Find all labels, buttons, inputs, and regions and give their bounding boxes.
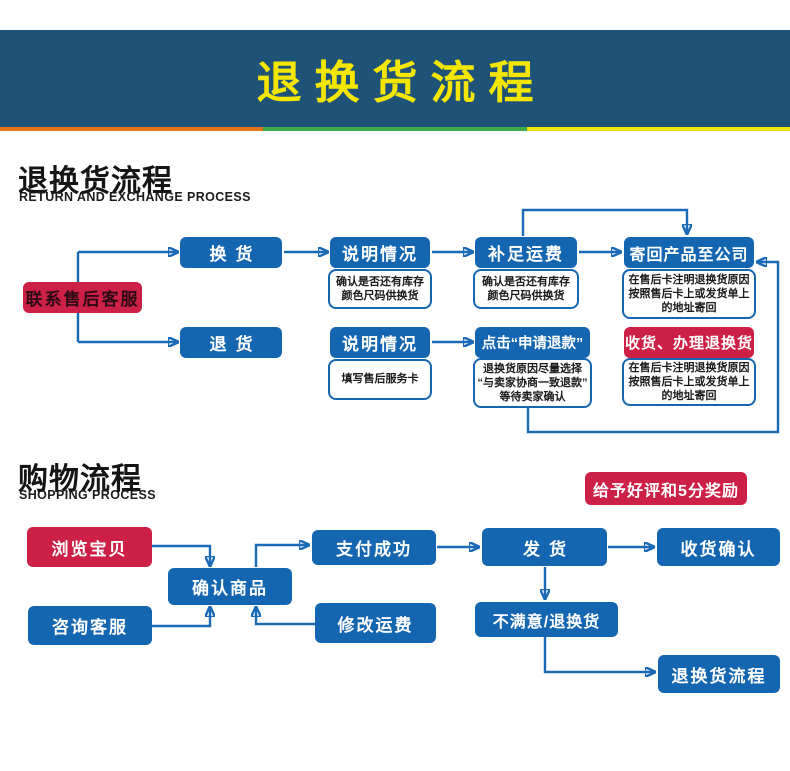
node-explain-return-label: 说明情况 — [342, 335, 418, 354]
node-return-flow: 退换货流程 — [658, 655, 780, 693]
banner-title: 退换货流程 — [256, 57, 547, 108]
node-apply-refund: 点击“申请退款” — [475, 327, 590, 358]
node-explain-exchange-label: 说明情况 — [342, 245, 418, 264]
node-receive-handle: 收货、办理退换货 — [624, 327, 754, 358]
arrow-loop-right — [526, 262, 780, 434]
node-browse: 浏览宝贝 — [27, 527, 152, 567]
arrow-confirm-to-pay — [254, 545, 308, 567]
node-receive-confirm: 收货确认 — [657, 528, 780, 566]
stripe-green — [263, 127, 527, 131]
node-modify-freight: 修改运费 — [315, 603, 436, 643]
banner-stripe — [0, 127, 790, 131]
node-contact-service-label: 联系售后客服 — [25, 290, 140, 309]
node-ship-label: 发货 — [523, 539, 575, 559]
node-send-back: 寄回产品至公司 — [624, 237, 754, 268]
node-explain-exchange: 说明情况 — [330, 237, 430, 268]
node-pay-freight-label: 补足运费 — [488, 245, 564, 264]
arrow-modify-to-confirm — [256, 608, 315, 626]
node-apply-refund-label: 点击“申请退款” — [481, 336, 584, 352]
node-pay-success-label: 支付成功 — [336, 540, 412, 559]
badge-good-review: 给予好评和5分奖励 — [585, 472, 747, 505]
node-send-back-label: 寄回产品至公司 — [629, 246, 749, 264]
note-receive-handle: 在售后卡注明退换货原因 按照售后卡上或发货单上 的地址寄回 — [622, 358, 756, 406]
node-confirm-goods: 确认商品 — [168, 568, 292, 605]
note-apply-refund: 退换货原因尽量选择 “与卖家协商一致退款” 等待卖家确认 — [473, 358, 592, 408]
node-browse-label: 浏览宝贝 — [51, 539, 128, 559]
note-explain-exchange: 确认是否还有库存 颜色尺码供换货 — [328, 269, 432, 309]
node-modify-freight-label: 修改运费 — [337, 615, 414, 635]
note-explain-return-text: 填写售后服务卡 — [341, 373, 419, 386]
node-receive-confirm-label: 收货确认 — [680, 539, 757, 559]
return-section-subtitle: RETURN AND EXCHANGE PROCESS — [19, 190, 251, 204]
node-explain-return: 说明情况 — [330, 327, 430, 358]
arrow-unsatisfied-to-returnflow — [543, 637, 654, 672]
note-pay-freight: 确认是否还有库存 颜色尺码供换货 — [473, 269, 579, 309]
banner: 退换货流程 — [0, 30, 790, 127]
arrow-consult-to-confirm — [152, 608, 210, 628]
node-exchange: 换货 — [180, 237, 282, 268]
note-receive-handle-text: 在售后卡注明退换货原因 按照售后卡上或发货单上 的地址寄回 — [628, 361, 750, 403]
note-pay-freight-text: 确认是否还有库存 颜色尺码供换货 — [482, 275, 570, 302]
note-explain-return: 填写售后服务卡 — [328, 359, 432, 400]
node-unsatisfied: 不满意/退换货 — [475, 602, 618, 637]
arrow-loop-top — [521, 208, 687, 236]
return-section-title: 退换货流程 — [18, 165, 173, 198]
node-return-goods: 退货 — [180, 327, 282, 358]
shopping-section-subtitle: SHOPPING PROCESS — [19, 488, 156, 502]
shopping-section-title: 购物流程 — [18, 463, 142, 496]
node-contact-service: 联系售后客服 — [23, 282, 142, 313]
arrow-browse-to-confirm — [152, 544, 210, 565]
node-pay-success: 支付成功 — [312, 530, 436, 565]
node-exchange-label: 换货 — [209, 245, 262, 264]
node-return-flow-label: 退换货流程 — [671, 666, 767, 686]
badge-good-review-label: 给予好评和5分奖励 — [593, 482, 739, 500]
note-send-back: 在售后卡注明退换货原因 按照售后卡上或发货单上 的地址寄回 — [622, 269, 756, 319]
note-send-back-text: 在售后卡注明退换货原因 按照售后卡上或发货单上 的地址寄回 — [628, 273, 750, 315]
node-receive-handle-label: 收货、办理退换货 — [624, 335, 753, 352]
note-apply-refund-text: 退换货原因尽量选择 “与卖家协商一致退款” 等待卖家确认 — [477, 362, 588, 404]
stripe-yellow — [526, 127, 790, 131]
node-consult-service-label: 咨询客服 — [52, 618, 128, 637]
node-ship: 发货 — [482, 528, 607, 566]
node-unsatisfied-label: 不满意/退换货 — [492, 613, 601, 631]
node-confirm-goods-label: 确认商品 — [192, 579, 268, 598]
node-consult-service: 咨询客服 — [28, 606, 152, 645]
node-pay-freight: 补足运费 — [475, 237, 577, 268]
stripe-orange — [0, 127, 264, 131]
node-return-goods-label: 退货 — [209, 335, 262, 354]
note-explain-exchange-text: 确认是否还有库存 颜色尺码供换货 — [336, 275, 424, 302]
